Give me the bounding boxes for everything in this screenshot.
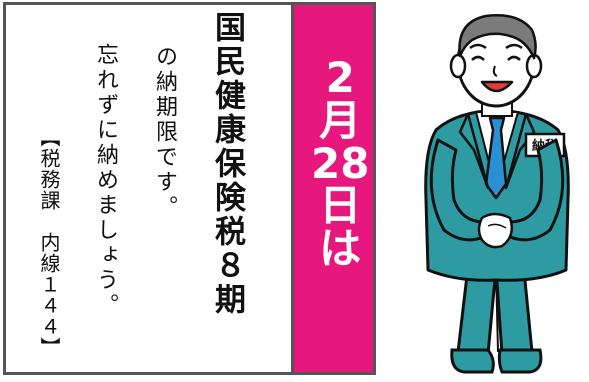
due-date-part: 月 — [319, 95, 362, 145]
notice-headline: 国民健康保険税８期 — [209, 11, 245, 317]
bowing-businessman-illustration: 納税 — [424, 14, 570, 374]
contact-info: 【税務課 内線１４４】 — [37, 127, 61, 358]
due-date-part: 28 — [311, 138, 370, 188]
due-date-part: 日 — [319, 181, 362, 231]
notice-body-line-2: 忘れずに納めましょう。 — [93, 43, 118, 318]
due-date-part: 2 — [325, 53, 355, 102]
notice-frame: 国民健康保険税８期 の納期限です。 忘れずに納めましょう。 【税務課 内線１４４… — [3, 2, 376, 375]
due-date-part: は — [319, 224, 362, 274]
notice-body-line-1: の納期限です。 — [152, 45, 177, 220]
